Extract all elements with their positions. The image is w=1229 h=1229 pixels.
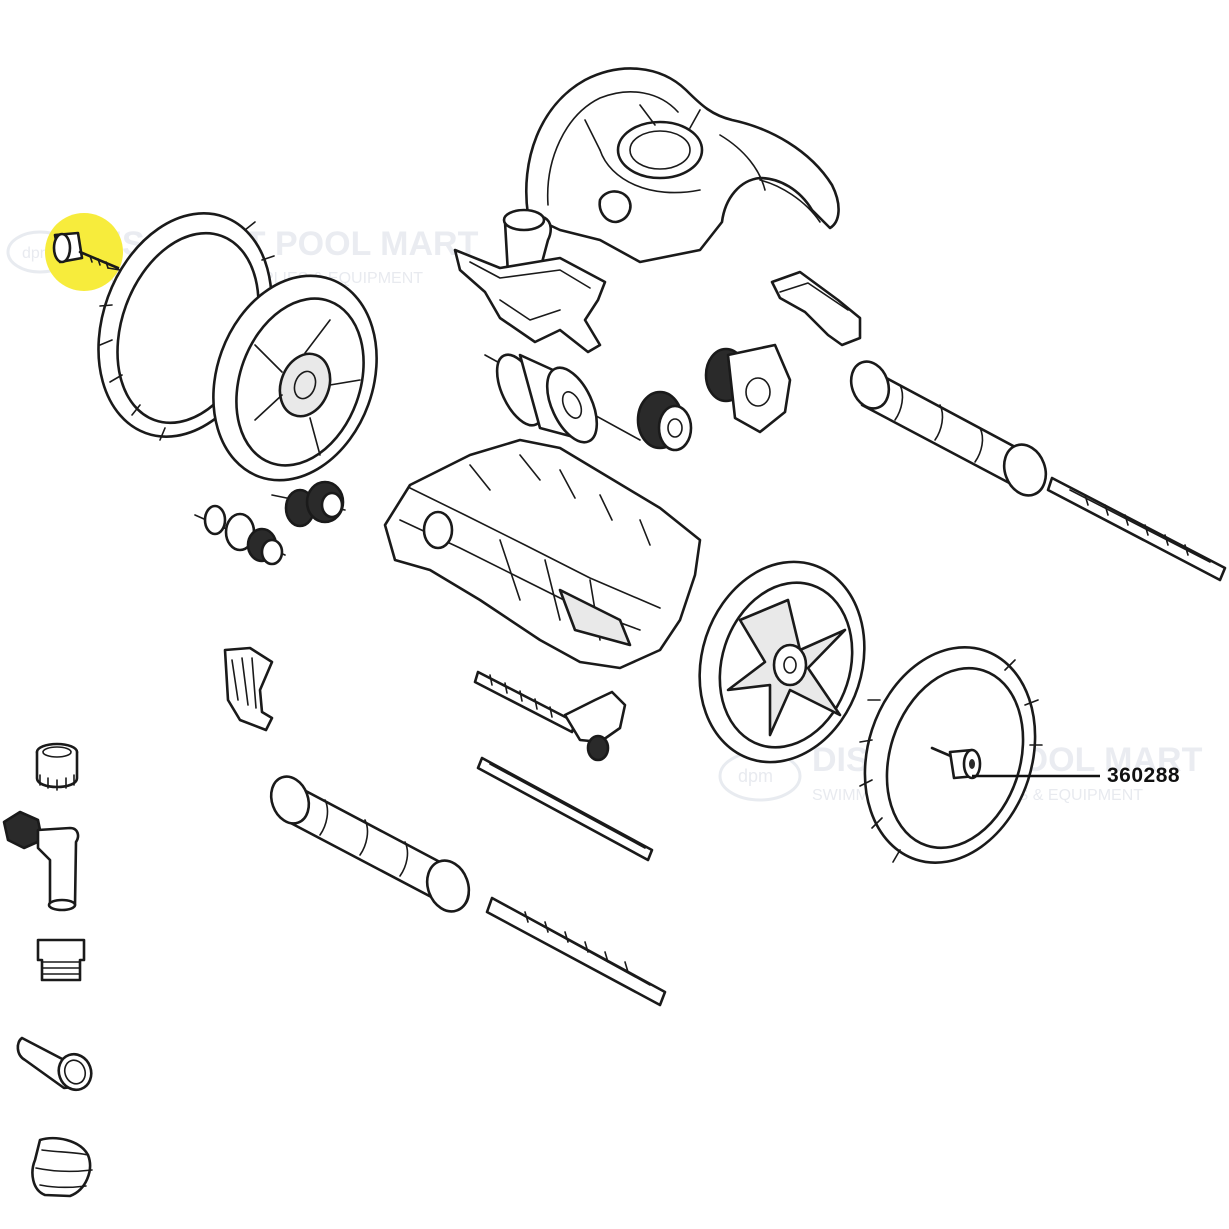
watermark-logo-text-2: dpm bbox=[738, 766, 773, 786]
flap-clip-part bbox=[223, 646, 274, 732]
hose-connector-part bbox=[16, 1036, 93, 1092]
hose-float-part bbox=[31, 1136, 93, 1198]
inlet-swivel-part bbox=[453, 208, 607, 354]
roller-left-part bbox=[269, 775, 471, 913]
wheel-right-part bbox=[698, 560, 866, 764]
drive-gear-large-part bbox=[704, 343, 792, 434]
axle-pin-part-right bbox=[930, 746, 982, 780]
drive-shaft-part bbox=[473, 670, 627, 762]
roller-right-part bbox=[849, 360, 1048, 497]
axle-gear-left-2-part bbox=[271, 480, 346, 528]
axle-gear-left-part bbox=[194, 504, 286, 566]
highlight-circle-top-left bbox=[45, 213, 123, 291]
hose-nut-part bbox=[35, 742, 79, 791]
track-bar-right-part bbox=[1046, 476, 1227, 582]
drive-gear-small-part bbox=[636, 390, 693, 452]
bumper-bracket-part bbox=[770, 270, 862, 347]
rail-bar-part bbox=[476, 756, 654, 862]
hose-swivel-part bbox=[2, 810, 80, 912]
turbine-assembly-part bbox=[484, 343, 792, 452]
hose-adapter-part bbox=[36, 938, 86, 982]
top-cover-part bbox=[524, 67, 840, 264]
axle-pin-part-top-left bbox=[52, 231, 120, 270]
wheel-left-part bbox=[212, 274, 378, 482]
track-bar-bottom-part bbox=[485, 896, 667, 1007]
part-number-label: 360288 bbox=[1107, 764, 1181, 787]
chassis-body-part bbox=[383, 438, 702, 670]
